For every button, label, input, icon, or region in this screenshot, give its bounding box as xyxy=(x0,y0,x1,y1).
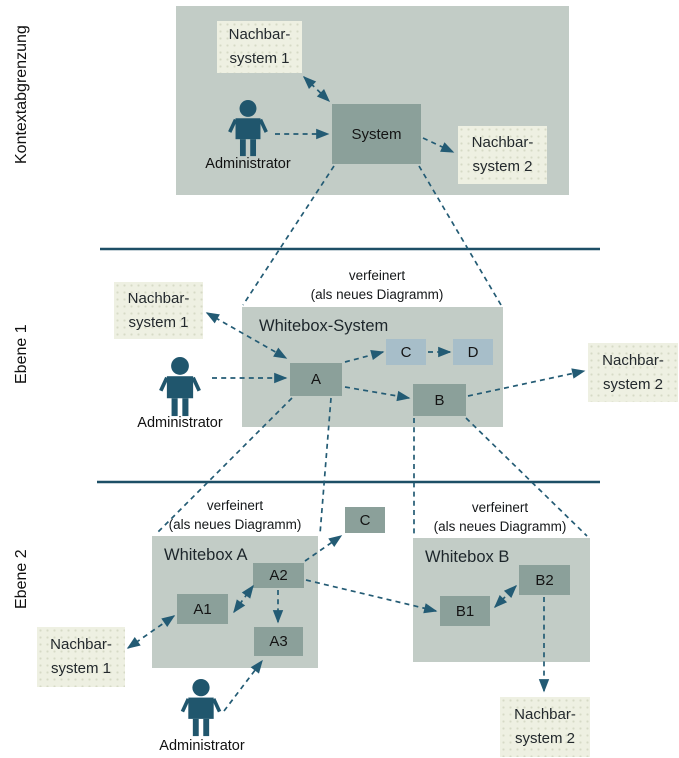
level1-box-b: B xyxy=(413,384,466,416)
level1-neighbor-system-1-box: Nachbar- system 1 xyxy=(114,282,203,339)
section-label-ebene-1: Ebene 1 xyxy=(13,324,30,384)
arrow-admin-to-a3 xyxy=(223,659,263,712)
level1-box-d: D xyxy=(453,339,493,365)
level1-box-a: A xyxy=(290,363,342,396)
level2-box-a3: A3 xyxy=(254,627,303,656)
whitebox-system-title: Whitebox-System xyxy=(259,317,389,335)
administrator-label: Administrator xyxy=(159,738,245,754)
administrator-icon xyxy=(228,100,268,157)
whitebox-b-title: Whitebox B xyxy=(425,548,510,566)
whitebox-a-title: Whitebox A xyxy=(164,546,248,564)
level2-box-b2: B2 xyxy=(519,565,570,595)
level2-box-b1: B1 xyxy=(440,596,490,626)
level2-external-box-c: C xyxy=(345,507,385,533)
administrator-icon xyxy=(180,679,222,737)
refinement-note-whitebox-a: verfeinert (als neues Diagramm) xyxy=(168,498,302,532)
level1-neighbor-system-2-box: Nachbar- system 2 xyxy=(588,343,678,402)
level2-box-a2: A2 xyxy=(253,563,304,588)
administrator-label: Administrator xyxy=(205,156,291,172)
refinement-note-whitebox-b: verfeinert (als neues Diagramm) xyxy=(433,500,567,534)
section-label-kontextabgrenzung: Kontextabgrenzung xyxy=(13,25,30,165)
section-label-ebene-2: Ebene 2 xyxy=(13,549,30,609)
level2-neighbor-system-2-box: Nachbar- system 2 xyxy=(500,697,590,757)
level2-box-a1: A1 xyxy=(177,594,228,624)
context-neighbor-system-2-box: Nachbar- system 2 xyxy=(458,126,547,184)
level1-box-c: C xyxy=(386,339,426,365)
administrator-label: Administrator xyxy=(137,415,223,431)
level2-neighbor-system-1-box: Nachbar- system 1 xyxy=(37,627,125,687)
context-neighbor-system-1-box: Nachbar- system 1 xyxy=(217,21,302,73)
refinement-note-level1: verfeinert (als neues Diagramm) xyxy=(310,268,444,302)
administrator-icon xyxy=(159,357,201,417)
context-system-box: System xyxy=(332,104,421,164)
